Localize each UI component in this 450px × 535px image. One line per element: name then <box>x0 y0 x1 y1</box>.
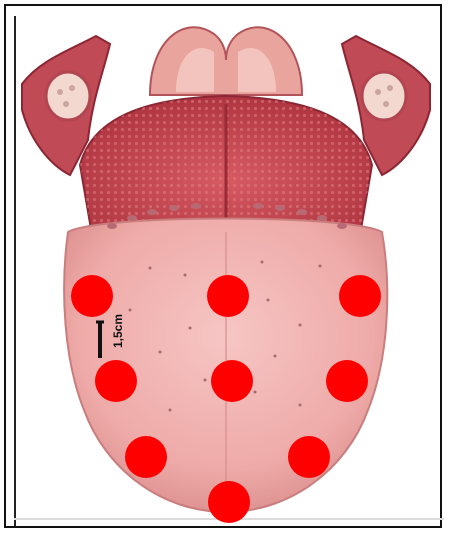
marker-left-top <box>71 275 113 317</box>
left-tonsil <box>46 72 90 120</box>
marker-center-middle <box>211 360 253 402</box>
scale-label: 1,5cm <box>111 314 125 348</box>
marker-tip <box>208 481 250 523</box>
marker-right-middle <box>326 360 368 402</box>
marker-right-top <box>339 275 381 317</box>
marker-right-lower <box>288 436 330 478</box>
right-tonsil <box>362 72 406 120</box>
marker-left-middle <box>95 360 137 402</box>
marker-center-top <box>207 275 249 317</box>
epiglottis <box>150 27 302 95</box>
marker-left-lower <box>125 436 167 478</box>
